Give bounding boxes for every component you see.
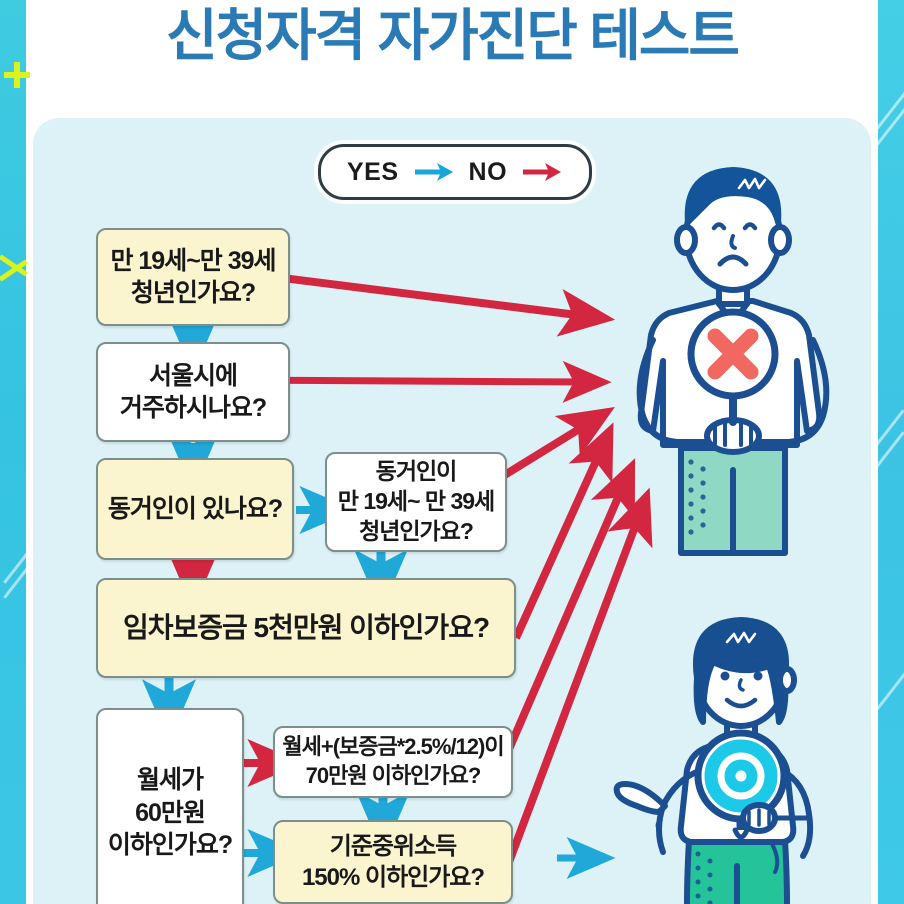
flowbox-cohabitant[interactable]: 동거인이 있나요? — [96, 458, 294, 560]
sad-man-with-x-magnifier — [636, 167, 830, 556]
flowbox-age-check[interactable]: 만 19세~만 39세 청년인가요? — [96, 228, 290, 326]
strip-slash-decoration — [869, 431, 904, 476]
strip-slash-decoration — [873, 669, 904, 714]
arrow-no-formula — [499, 458, 636, 765]
legend-no-label: NO — [468, 157, 508, 186]
page-title: 신청자격 자가진단 테스트 — [166, 4, 740, 67]
arrow-no-deposit — [512, 422, 614, 640]
arrow-no-median-income — [499, 487, 653, 880]
arrow-right-red-icon — [523, 163, 562, 181]
flowbox-seoul-residence-label: 서울시에 거주하시나요? — [119, 361, 267, 423]
flowbox-rent-formula-label: 월세+(보증금*2.5%/12)이 70만원 이하인가요? — [282, 734, 504, 788]
flowbox-seoul-residence[interactable]: 서울시에 거주하시나요? — [96, 342, 290, 442]
flowbox-cohabitant-label: 동거인이 있나요? — [107, 494, 283, 523]
flowbox-deposit-limit-label: 임차보증금 5천만원 이하인가요? — [122, 611, 490, 643]
flowbox-rent-limit-label: 월세가 60만원 이하인가요? — [107, 766, 233, 860]
flowbox-rent-limit[interactable]: 월세가 60만원 이하인가요? — [96, 708, 244, 904]
flowbox-deposit-limit[interactable]: 임차보증금 5천만원 이하인가요? — [96, 578, 516, 678]
chevron-right-decoration-icon — [0, 248, 30, 288]
flowbox-median-income-label: 기준중위소득 150% 이하인가요? — [301, 832, 485, 891]
left-edge-strip — [0, 0, 39, 904]
legend-yes-label: YES — [346, 157, 399, 186]
legend: YES NO — [318, 144, 592, 200]
flowbox-median-income[interactable]: 기준중위소득 150% 이하인가요? — [273, 820, 513, 904]
flowbox-rent-formula[interactable]: 월세+(보증금*2.5%/12)이 70만원 이하인가요? — [273, 726, 513, 798]
flowbox-cohabitant-age[interactable]: 동거인이 만 19세~ 만 39세 청년인가요? — [325, 452, 507, 552]
right-edge-strip — [869, 0, 904, 904]
flowbox-cohabitant-age-label: 동거인이 만 19세~ 만 39세 청년인가요? — [337, 458, 495, 544]
flowchart-panel: YES NO — [33, 118, 871, 904]
plus-decoration-icon — [4, 62, 30, 88]
happy-woman-with-o-magnifier — [613, 617, 814, 904]
strip-slash-decoration — [869, 409, 904, 454]
arrow-right-cyan-icon — [414, 163, 453, 181]
flowbox-age-check-label: 만 19세~만 39세 청년인가요? — [110, 246, 276, 308]
